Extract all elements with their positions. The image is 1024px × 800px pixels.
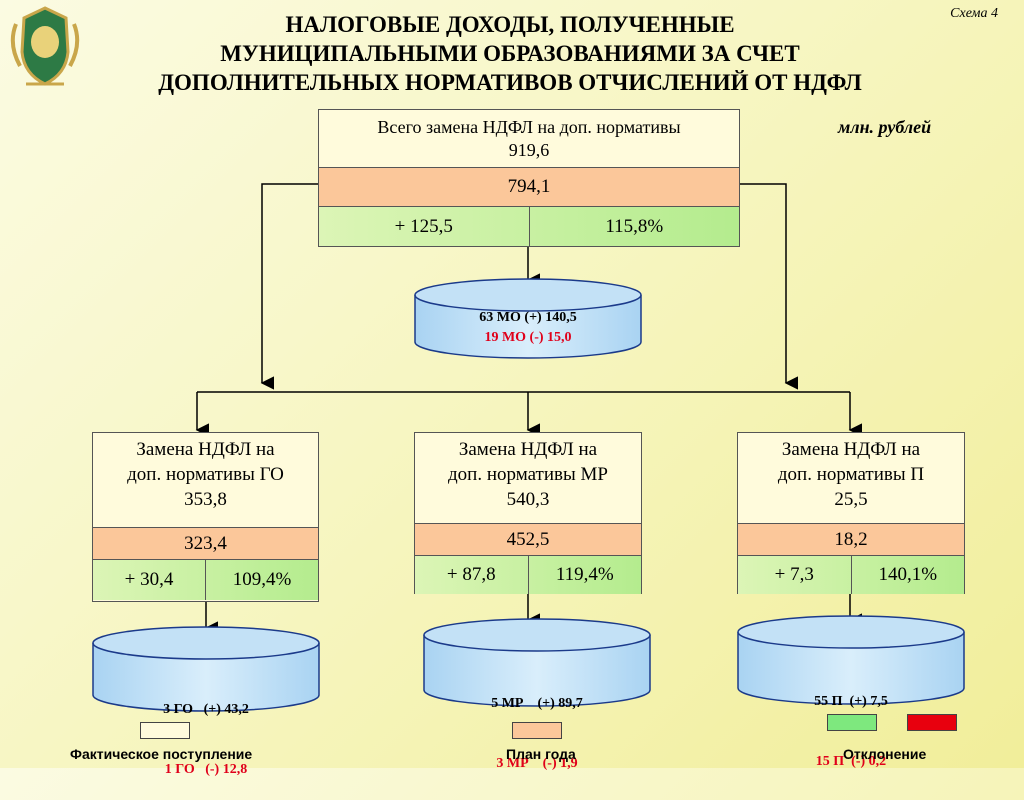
connector-left: [260, 183, 318, 390]
mr-box: Замена НДФЛ на доп. нормативы МР 540,3 4…: [414, 432, 642, 594]
cylinder-total: [414, 278, 642, 359]
legend-fact-label: Фактическое поступление: [70, 746, 253, 762]
title-line: МУНИЦИПАЛЬНЫМИ ОБРАЗОВАНИЯМИ ЗА СЧЕТ: [220, 41, 800, 66]
go-summary: 3 ГО (+) 43,2 1 ГО (-) 12,8: [108, 660, 304, 800]
page-title: НАЛОГОВЫЕ ДОХОДЫ, ПОЛУЧЕННЫЕ МУНИЦИПАЛЬН…: [110, 10, 910, 97]
total-heading: Всего замена НДФЛ на доп. нормативы 919,…: [319, 110, 739, 167]
total-deviation-pct: 115,8%: [605, 216, 664, 237]
legend-deviation-negative-swatch: [907, 714, 957, 731]
title-line: НАЛОГОВЫЕ ДОХОДЫ, ПОЛУЧЕННЫЕ: [285, 12, 735, 37]
p-deviation-pct: 140,1%: [878, 564, 938, 585]
legend-plan-label: План года: [506, 746, 576, 762]
connector-right: [738, 183, 799, 390]
go-box: Замена НДФЛ на доп. нормативы ГО 353,8 3…: [92, 432, 319, 602]
total-box: Всего замена НДФЛ на доп. нормативы 919,…: [318, 109, 740, 247]
mr-heading-line: доп. нормативы МР: [448, 464, 608, 485]
emblem-logo: [10, 6, 80, 86]
mr-fact-value: 540,3: [506, 489, 550, 510]
go-heading: Замена НДФЛ на доп. нормативы ГО 353,8: [93, 433, 318, 527]
total-fact-value: 919,6: [508, 140, 550, 160]
legend-fact-swatch: [140, 722, 190, 739]
total-deviation-abs: + 125,5: [319, 207, 530, 246]
mr-heading-line: Замена НДФЛ на: [458, 439, 598, 460]
mr-heading: Замена НДФЛ на доп. нормативы МР 540,3: [415, 433, 641, 523]
go-summary-negative: 1 ГО (-) 12,8: [164, 762, 248, 777]
total-summary: 63 МО (+) 140,5 19 МО (-) 15,0: [430, 308, 626, 348]
go-heading-line: доп. нормативы ГО: [127, 464, 284, 485]
p-heading-line: доп. нормативы П: [777, 464, 925, 485]
mr-summary: 5 МР (+) 89,7 3 МР (-) 1,9: [439, 654, 635, 794]
units-label: млн. рублей: [838, 117, 932, 137]
go-fact-value: 353,8: [184, 489, 227, 510]
scheme-label: Схема 4: [950, 6, 998, 21]
go-deviation-abs: + 30,4: [93, 560, 206, 600]
total-summary-negative: 19 МО (-) 15,0: [484, 330, 572, 345]
p-deviation-abs: + 7,3: [738, 556, 852, 594]
p-fact-value: 25,5: [834, 489, 868, 510]
p-summary-negative: 15 П (-) 0,2: [815, 754, 887, 769]
p-summary: 55 П (+) 7,5 15 П (-) 0,2: [753, 652, 949, 792]
go-plan-value: 323,4: [93, 527, 318, 560]
go-deviation-pct: 109,4%: [232, 569, 292, 590]
total-deviation-row: + 125,5 115,8%: [319, 207, 739, 246]
mr-summary-positive: 5 МР (+) 89,7: [491, 696, 583, 711]
p-heading-line: Замена НДФЛ на: [781, 439, 921, 460]
mr-plan-value: 452,5: [415, 523, 641, 556]
cylinder-mr: [423, 618, 651, 707]
total-plan-value: 794,1: [319, 167, 739, 207]
mr-deviation-abs: + 87,8: [415, 556, 529, 594]
legend-deviation-label: Отклонение: [843, 746, 927, 762]
cylinder-p: [737, 615, 965, 705]
p-summary-positive: 55 П (+) 7,5: [814, 694, 888, 709]
p-deviation-row: + 7,3 140,1%: [738, 556, 964, 594]
total-summary-positive: 63 МО (+) 140,5: [479, 310, 577, 325]
title-line: ДОПОЛНИТЕЛЬНЫХ НОРМАТИВОВ ОТЧИСЛЕНИЙ ОТ …: [158, 70, 862, 95]
mr-deviation-row: + 87,8 119,4%: [415, 556, 641, 594]
mr-deviation-pct: 119,4%: [555, 564, 614, 585]
legend-deviation-positive-swatch: [827, 714, 877, 731]
total-heading-text: Всего замена НДФЛ на доп. нормативы: [377, 117, 681, 137]
go-deviation-row: + 30,4 109,4%: [93, 560, 318, 600]
p-heading: Замена НДФЛ на доп. нормативы П 25,5: [738, 433, 964, 523]
connector-lines: [92, 183, 965, 712]
p-plan-value: 18,2: [738, 523, 964, 556]
mr-summary-negative: 3 МР (-) 1,9: [496, 756, 578, 771]
legend-plan-swatch: [512, 722, 562, 739]
p-box: Замена НДФЛ на доп. нормативы П 25,5 18,…: [737, 432, 965, 594]
go-summary-positive: 3 ГО (+) 43,2: [163, 702, 249, 717]
go-heading-line: Замена НДФЛ на: [136, 439, 275, 460]
cylinder-go: [92, 626, 320, 712]
